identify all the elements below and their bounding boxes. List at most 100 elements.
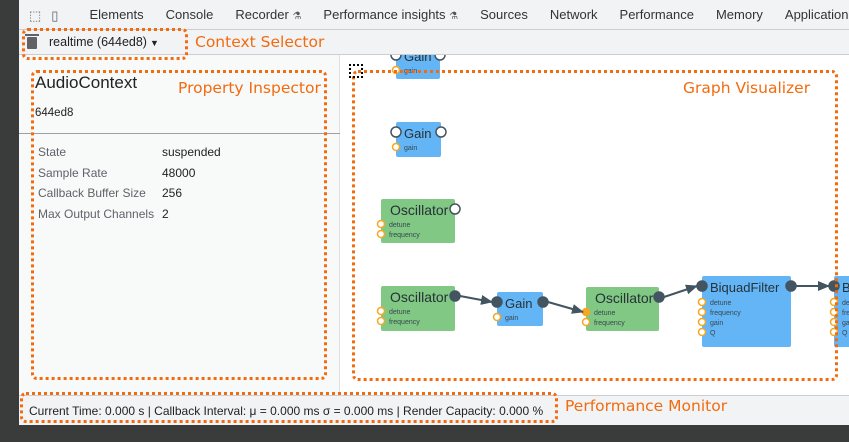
param-label: detune xyxy=(842,300,849,307)
performance-monitor-annotation xyxy=(20,392,558,423)
tab-application[interactable]: Application xyxy=(774,7,849,22)
param-label: gain xyxy=(505,315,518,322)
audio-node-label: Gain xyxy=(505,296,532,311)
property-row: Sample Rate 48000 xyxy=(38,166,221,187)
audio-node-label: Oscillator xyxy=(390,289,449,305)
property-value: suspended xyxy=(162,145,221,159)
property-inspector-annotation xyxy=(31,70,327,380)
tab-memory[interactable]: Memory xyxy=(705,7,774,22)
context-toolbar: realtime (644ed8)▼ xyxy=(19,30,849,55)
audio-node-label: BiquadFilter xyxy=(710,280,780,295)
property-value: 2 xyxy=(162,206,169,221)
input-port-icon xyxy=(390,49,402,61)
tab-label: Recorder xyxy=(235,7,289,22)
audio-node-o1 xyxy=(381,199,455,243)
property-value: 48000 xyxy=(162,165,196,180)
tab-recorder[interactable]: Recorder ⚗ xyxy=(224,7,312,22)
audio-node-label: Gain xyxy=(404,126,431,141)
divider xyxy=(19,133,340,134)
context-selector[interactable]: realtime (644ed8)▼ xyxy=(49,35,159,49)
tab-label: Memory xyxy=(715,7,763,22)
devtools-tab-bar: ⬚ ▯ Elements Console Recorder ⚗ Performa… xyxy=(19,0,849,30)
graph-visualizer-annotation-label: Graph Visualizer xyxy=(683,79,811,97)
param-port-icon xyxy=(376,229,386,239)
param-port-icon xyxy=(697,327,707,337)
param-label: frequency xyxy=(842,310,849,317)
param-label: Q xyxy=(842,330,848,337)
param-port-icon xyxy=(391,142,401,152)
tab-performance-insights[interactable]: Performance insights ⚗ xyxy=(312,7,469,22)
param-port-icon xyxy=(697,307,707,317)
param-label: frequency xyxy=(389,319,420,326)
tab-label: Application xyxy=(784,7,849,22)
param-label: frequency xyxy=(710,310,741,317)
property-key: Sample Rate xyxy=(38,165,108,180)
tab-label: Performance insights xyxy=(323,7,446,22)
input-port-icon xyxy=(390,126,402,138)
output-port-icon xyxy=(435,126,447,138)
property-list: State suspended Sample Rate 48000 Callback… xyxy=(38,145,221,227)
tab-label: Performance xyxy=(619,7,694,22)
performance-monitor: Current Time: 0.000 s | Callback Interva… xyxy=(19,395,849,425)
context-selector-annotation-label: Context Selector xyxy=(195,33,325,51)
context-selector-value: realtime (644ed8) xyxy=(49,35,147,49)
param-label: detune xyxy=(389,222,411,229)
param-label: Q xyxy=(710,330,716,337)
param-label: frequency xyxy=(594,320,625,327)
param-port-icon xyxy=(492,312,502,322)
audio-node-label: Oscillator xyxy=(595,290,654,306)
tab-label: Network xyxy=(549,7,598,22)
connection-edge xyxy=(547,301,584,314)
audio-node-o3 xyxy=(586,287,659,331)
property-inspector-annotation-label: Property Inspector xyxy=(178,79,321,97)
flask-icon: ⚗ xyxy=(292,11,302,22)
tab-console[interactable]: Console xyxy=(155,7,225,22)
param-label: detune xyxy=(594,310,616,317)
connection-edge xyxy=(459,295,493,305)
inspector-title: AudioContext xyxy=(35,73,138,92)
param-port-icon xyxy=(376,316,386,326)
param-port-icon xyxy=(697,317,707,327)
property-key: State xyxy=(38,145,67,159)
audio-node-label: BiquadFilter xyxy=(842,280,849,295)
audio-node-b1 xyxy=(702,276,791,347)
audio-node-label: Gain xyxy=(404,55,431,64)
graph-visualizer-annotation xyxy=(352,70,838,381)
audio-node-g2 xyxy=(396,122,441,157)
tab-elements[interactable]: Elements xyxy=(78,7,154,22)
param-port-icon xyxy=(376,306,386,316)
audio-graph[interactable]: GaingainGaingainOscillatordetunefrequenc… xyxy=(340,45,849,395)
param-label: detune xyxy=(389,309,411,316)
param-port-icon xyxy=(581,317,591,327)
tab-label: Elements xyxy=(89,7,144,22)
selection-marker xyxy=(349,64,363,78)
tab-label: Sources xyxy=(480,7,528,22)
property-key: Callback Buffer Size xyxy=(38,186,146,200)
audio-node-g3 xyxy=(497,292,543,326)
param-label: gain xyxy=(404,145,417,152)
param-port-icon xyxy=(376,219,386,229)
audio-node-label: Oscillator xyxy=(390,202,449,218)
performance-stats: Current Time: 0.000 s | Callback Interva… xyxy=(29,404,544,418)
tab-label: Console xyxy=(165,7,214,22)
flask-icon: ⚗ xyxy=(449,11,459,22)
param-label: gain xyxy=(842,320,849,327)
device-toolbar-icon[interactable]: ▯ xyxy=(51,7,59,23)
param-label: frequency xyxy=(389,232,420,239)
param-port-icon xyxy=(697,297,707,307)
tab-network[interactable]: Network xyxy=(539,7,609,22)
audio-node-o2 xyxy=(381,286,455,331)
property-row: Max Output Channels 2 xyxy=(38,207,221,228)
chevron-down-icon: ▼ xyxy=(149,38,159,48)
property-key: Max Output Channels xyxy=(38,206,155,221)
context-selector-annotation xyxy=(22,28,188,60)
tab-performance[interactable]: Performance xyxy=(609,7,705,22)
param-label: gain xyxy=(710,320,723,327)
inspect-element-icon[interactable]: ⬚ xyxy=(29,7,42,23)
param-label: detune xyxy=(710,300,732,307)
tab-sources[interactable]: Sources xyxy=(469,7,539,22)
output-port-icon xyxy=(449,203,461,215)
trash-icon[interactable] xyxy=(25,34,39,49)
